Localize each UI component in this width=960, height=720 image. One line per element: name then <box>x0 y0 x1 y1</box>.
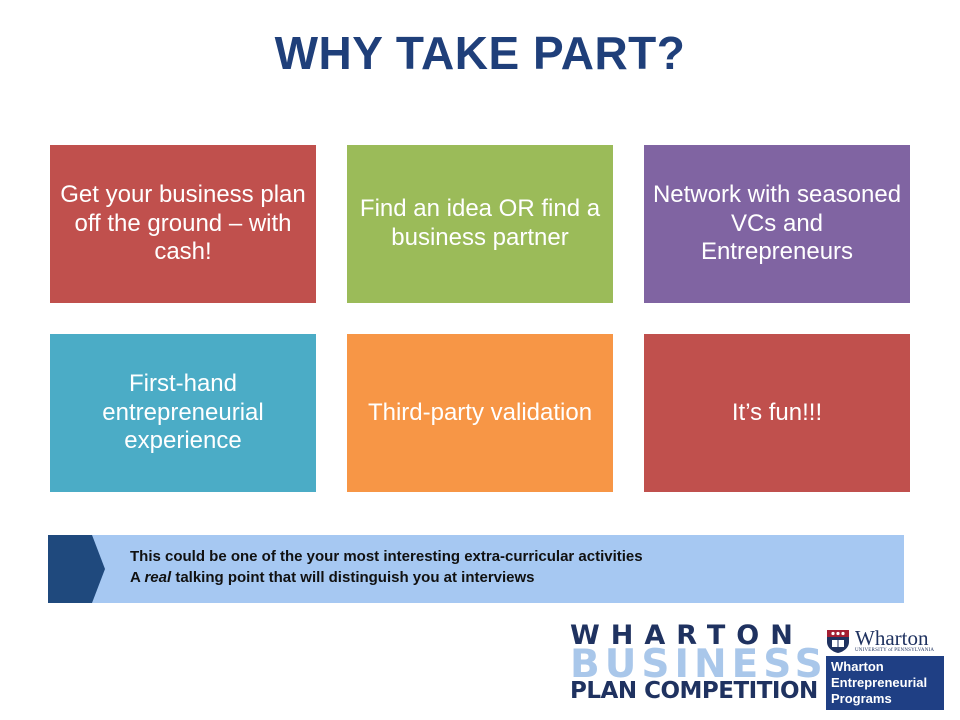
callout-line-2-end: talking point that will distinguish you … <box>171 569 535 586</box>
reason-tile-fun: It’s fun!!! <box>644 334 910 492</box>
wep-logo-line-2: Entrepreneurial <box>831 675 928 690</box>
competition-logo: WHARTON BUSINESS PLAN COMPETITION <box>570 620 828 704</box>
competition-logo-line-2: BUSINESS <box>570 642 828 687</box>
reason-tile-experience: First-hand entrepreneurial experience <box>50 334 316 492</box>
reason-tile-idea: Find an idea OR find a business partner <box>347 145 613 303</box>
wharton-penn-logo: Wharton UNIVERSITY of PENNSYLVANIA <box>825 626 943 654</box>
callout-banner: This could be one of the your most inter… <box>48 535 904 603</box>
penn-logo-word: Wharton <box>855 626 929 650</box>
callout-line-2-start: A <box>130 569 145 586</box>
chevron-arrow-icon <box>48 535 105 603</box>
penn-shield-icon <box>827 630 849 653</box>
wep-logo-line-1: Wharton <box>831 659 884 674</box>
reason-tile-network: Network with seasoned VCs and Entreprene… <box>644 145 910 303</box>
entrepreneurial-programs-logo: Wharton Entrepreneurial Programs <box>826 656 944 710</box>
callout-line-1: This could be one of the your most inter… <box>130 548 643 565</box>
slide-title: WHY TAKE PART? <box>274 27 686 79</box>
competition-logo-line-3: PLAN COMPETITION <box>570 678 818 704</box>
callout-line-2: A real talking point that will distingui… <box>130 567 643 588</box>
penn-logo-subtitle: UNIVERSITY of PENNSYLVANIA <box>855 648 935 653</box>
callout-emphasis: real <box>144 569 172 586</box>
wep-logo-line-3: Programs <box>831 691 892 706</box>
reason-tile-validation: Third-party validation <box>347 334 613 492</box>
logo-area: WHARTON BUSINESS PLAN COMPETITION Wharto… <box>570 622 950 712</box>
competition-logo-line-1: WHARTON <box>570 620 804 651</box>
callout-text: This could be one of the your most inter… <box>130 546 643 588</box>
reason-tile-cash: Get your business plan off the ground – … <box>50 145 316 303</box>
